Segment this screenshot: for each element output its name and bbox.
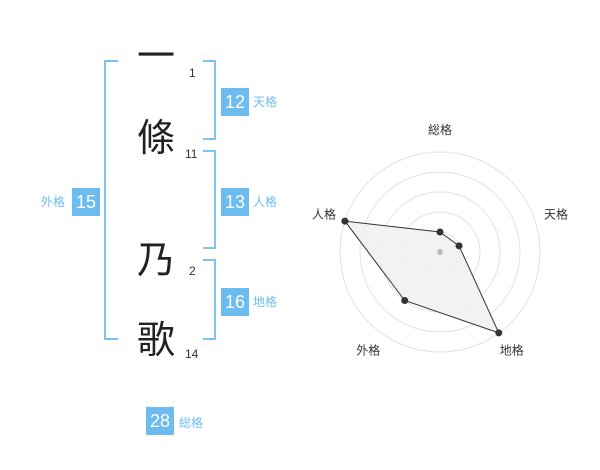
- jinkaku-label: 人格: [253, 195, 278, 209]
- radar-point-4: [401, 297, 409, 305]
- soukaku-label: 総格: [179, 416, 204, 430]
- tenkaku-label: 天格: [253, 95, 278, 109]
- radar-axis-label-4: 外格: [356, 343, 380, 358]
- chikaku-bracket: [203, 259, 216, 340]
- radar-ring: [339, 151, 541, 353]
- jinkaku-value-badge: 13: [221, 188, 249, 216]
- stroke-count-4: 14: [185, 347, 199, 361]
- soukaku-value-badge: 28: [146, 407, 174, 435]
- radar-axis-label-3: 地格: [500, 343, 524, 358]
- radar-point-2: [455, 242, 463, 250]
- name-char-3: 乃: [136, 238, 175, 282]
- tenkaku-value-badge: 12: [221, 88, 249, 116]
- chikaku-value-badge: 16: [221, 288, 249, 316]
- stroke-count-2: 11: [185, 147, 198, 161]
- gaikaku-label: 外格: [41, 195, 66, 209]
- stroke-count-3: 2: [189, 264, 196, 278]
- name-char-2: 條: [136, 116, 175, 160]
- radar-area: [343, 220, 500, 334]
- name-char-1: 一: [136, 34, 175, 78]
- radar-point-1: [436, 228, 444, 236]
- gaikaku-value-badge: 15: [72, 188, 100, 216]
- jinkaku-bracket: [203, 150, 216, 249]
- gaikaku-bracket: [104, 60, 118, 340]
- radar-center-dot: [437, 249, 443, 255]
- radar-point-5: [341, 217, 349, 225]
- radar-point-3: [495, 329, 503, 337]
- radar-ring: [359, 171, 521, 333]
- radar-axis-label-1: 総格: [428, 122, 452, 137]
- radar-axis-label-5: 人格: [312, 206, 336, 221]
- name-char-4: 歌: [136, 318, 175, 362]
- stroke-count-1: 1: [189, 66, 196, 80]
- chikaku-label: 地格: [253, 295, 278, 309]
- radar-axis-label-2: 天格: [544, 206, 568, 221]
- radar-points: [341, 217, 503, 337]
- tenkaku-bracket: [203, 60, 216, 140]
